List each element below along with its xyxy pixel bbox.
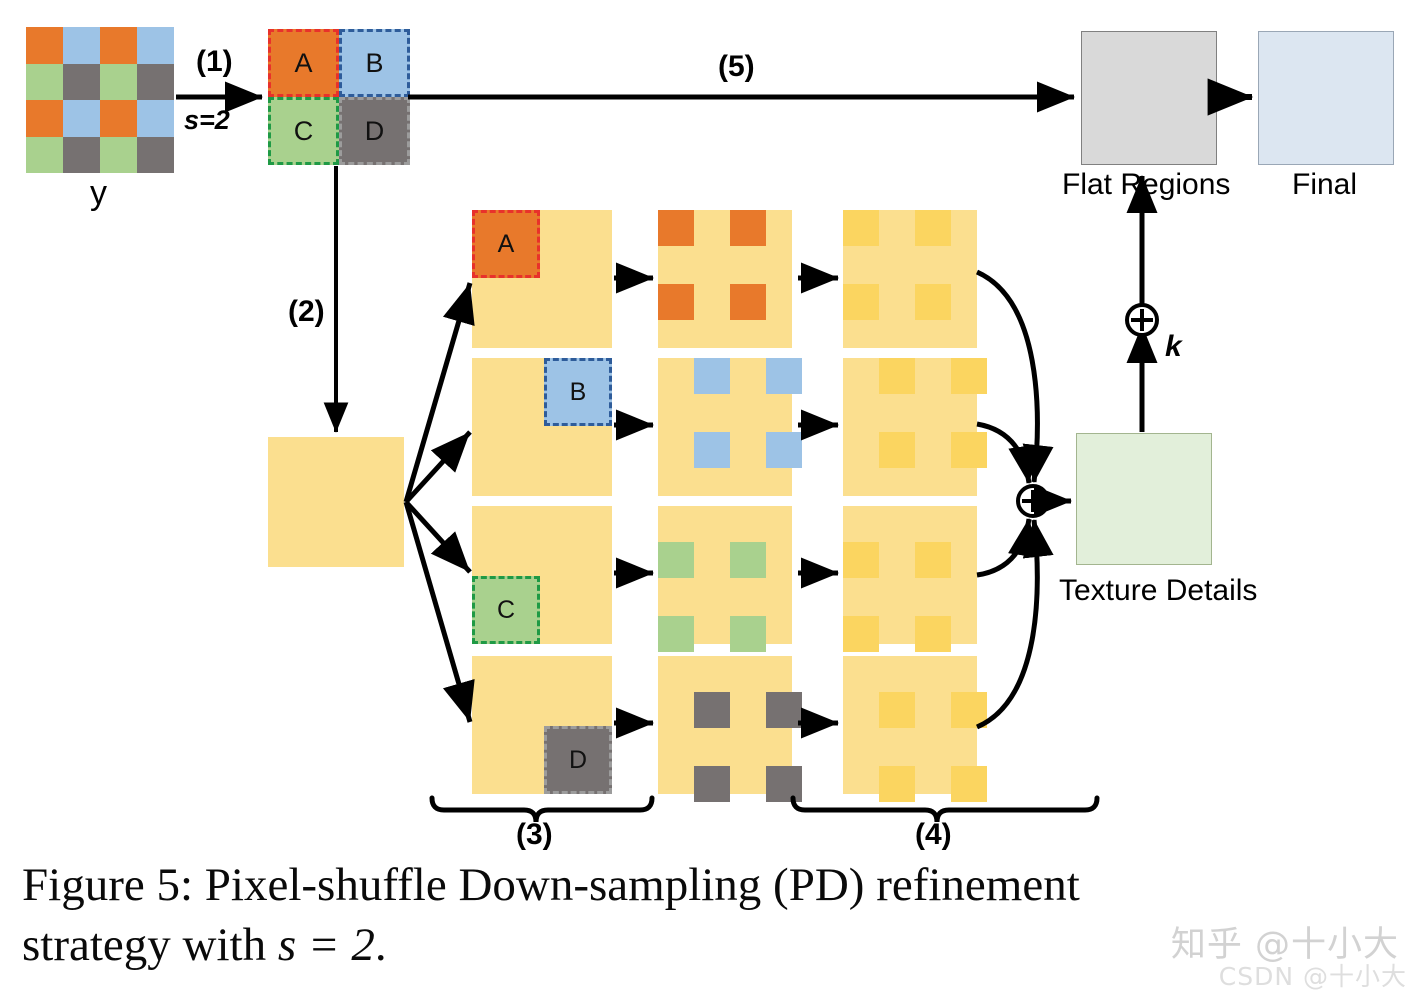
final-box	[1258, 31, 1394, 165]
pd-refined-square-c	[843, 542, 879, 578]
pd-sub-square-c	[730, 542, 766, 578]
step-2-label: (2)	[288, 295, 325, 328]
pd-tile-col1-c: C	[472, 506, 612, 644]
texture-details-label: Texture Details	[1059, 574, 1258, 607]
pd-refined-square-a	[915, 210, 951, 246]
pd-sub-square-c	[658, 542, 694, 578]
pd-refined-square-d	[951, 692, 987, 728]
input-pixel	[137, 100, 174, 137]
pd-refined-square-c	[915, 542, 951, 578]
input-pixel	[63, 63, 100, 100]
pd-tile-col1-d: D	[472, 656, 612, 794]
pd-sub-square-a	[658, 210, 694, 246]
input-pixel	[100, 100, 137, 137]
pixel-shuffle-cell-b: B	[339, 29, 410, 97]
pd-sub-square-d	[766, 692, 802, 728]
input-pixel	[26, 27, 63, 64]
pd-tag-square-b: B	[544, 358, 612, 426]
input-pixel	[63, 136, 100, 173]
input-image-grid	[26, 27, 174, 173]
pd-sub-square-b	[766, 358, 802, 394]
step-4-label: (4)	[915, 818, 952, 851]
pd-tile-col3-c	[843, 506, 977, 652]
sum-node-texture	[1020, 486, 1048, 514]
pd-refined-square-a	[843, 284, 879, 320]
caption-line-1: Figure 5: Pixel-shuffle Down-sampling (P…	[22, 859, 1080, 911]
pd-refined-square-b	[951, 432, 987, 468]
pd-sub-square-a	[658, 284, 694, 320]
step-1-label: (1)	[196, 45, 233, 78]
step-5-label: (5)	[718, 50, 755, 83]
input-pixel	[100, 27, 137, 64]
final-label: Final	[1292, 168, 1358, 201]
scale-factor-label: s=2	[184, 105, 230, 135]
pd-tile-col3-a	[843, 210, 977, 348]
pd-refined-square-c	[915, 616, 951, 652]
pd-refined-square-c	[843, 616, 879, 652]
pd-refined-square-d	[879, 766, 915, 802]
input-pixel	[63, 100, 100, 137]
pd-sub-square-d	[766, 766, 802, 802]
pd-tile-col1-b: B	[472, 358, 612, 496]
pixel-shuffle-cell-a: A	[268, 29, 339, 97]
input-pixel	[26, 63, 63, 100]
sum-node-final	[1128, 303, 1156, 331]
pd-sub-square-a	[730, 210, 766, 246]
figure-caption: Figure 5: Pixel-shuffle Down-sampling (P…	[22, 855, 1412, 975]
pd-tag-square-d: D	[544, 726, 612, 794]
source-tile	[268, 437, 404, 567]
flat-regions-box	[1081, 31, 1217, 165]
caption-line-2-post: .	[374, 919, 387, 972]
input-pixel	[100, 63, 137, 100]
step-3-label: (3)	[516, 818, 553, 851]
input-pixel	[26, 100, 63, 137]
pd-sub-square-d	[694, 766, 730, 802]
input-pixel	[137, 136, 174, 173]
caption-line-2-math: s = 2	[277, 919, 375, 972]
pd-tag-square-c: C	[472, 576, 540, 644]
zhihu-watermark: 知乎 @十小大	[1170, 925, 1399, 965]
pd-sub-square-c	[658, 616, 694, 652]
input-pixel	[137, 27, 174, 64]
texture-details-box	[1076, 433, 1212, 565]
pd-tile-col2-a	[658, 210, 792, 348]
input-pixel	[100, 136, 137, 173]
pd-refined-square-b	[879, 432, 915, 468]
pd-refined-square-d	[879, 692, 915, 728]
pd-refined-square-b	[951, 358, 987, 394]
caption-line-2-pre: strategy with	[22, 919, 278, 972]
input-label: y	[90, 174, 107, 212]
pd-refined-square-a	[915, 284, 951, 320]
input-pixel	[63, 27, 100, 64]
pd-refined-square-b	[879, 358, 915, 394]
pd-refined-square-a	[843, 210, 879, 246]
input-pixel	[26, 136, 63, 173]
pixel-shuffle-cell-c: C	[268, 97, 339, 165]
pd-tile-col2-d	[658, 656, 802, 802]
pd-sub-square-b	[766, 432, 802, 468]
k-label: k	[1165, 330, 1182, 363]
pd-tile-col3-d	[843, 656, 987, 802]
pd-tile-col2-c	[658, 506, 792, 652]
pd-sub-square-b	[694, 358, 730, 394]
pd-sub-square-a	[730, 284, 766, 320]
pd-tile-col1-a: A	[472, 210, 612, 348]
pd-sub-square-b	[694, 432, 730, 468]
pd-refined-square-d	[951, 766, 987, 802]
flat-regions-label: Flat Regions	[1062, 168, 1231, 201]
pd-tile-col3-b	[843, 358, 987, 496]
input-pixel	[137, 63, 174, 100]
pd-tile-col2-b	[658, 358, 802, 496]
pixel-shuffle-cell-d: D	[339, 97, 410, 165]
pd-tag-square-a: A	[472, 210, 540, 278]
pd-sub-square-d	[694, 692, 730, 728]
pd-sub-square-c	[730, 616, 766, 652]
csdn-watermark: CSDN @十小大	[1218, 962, 1407, 991]
